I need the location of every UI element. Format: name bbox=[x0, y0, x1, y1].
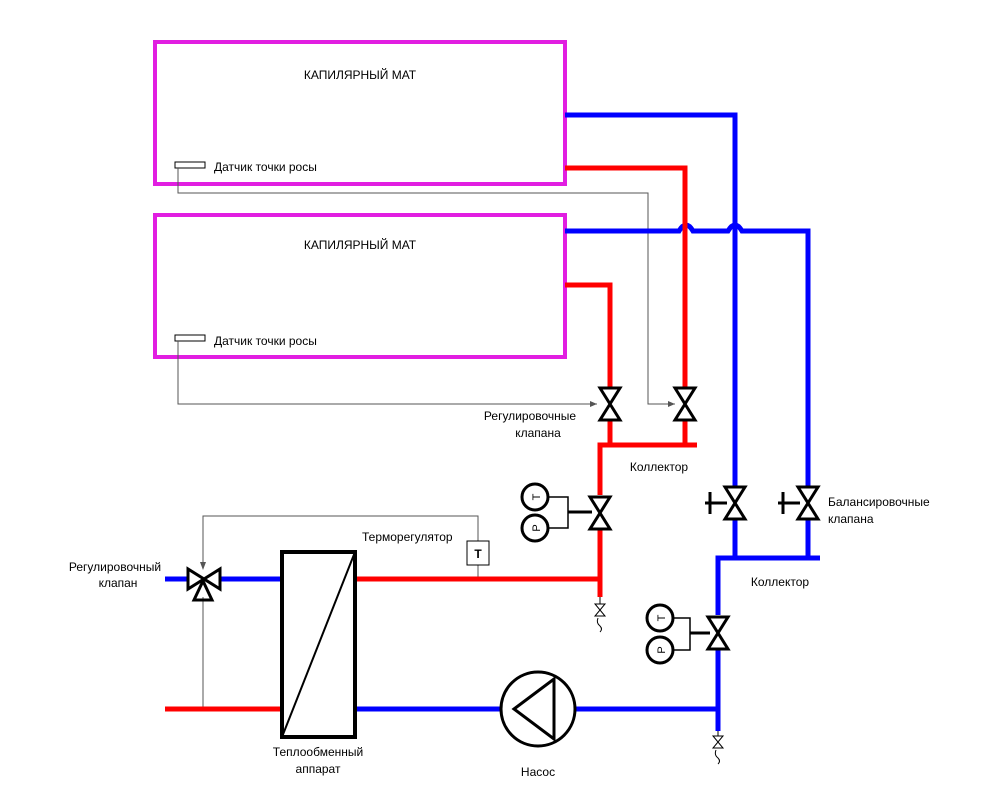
return-gauges: T P bbox=[645, 603, 710, 665]
valve-icon bbox=[672, 386, 698, 422]
gauge-t-label: T bbox=[656, 614, 668, 621]
supply-pipe-bottom-mat bbox=[565, 282, 613, 387]
supply-gauges: T P bbox=[520, 482, 592, 543]
drain-spout-icon bbox=[714, 749, 720, 765]
valve-icon bbox=[587, 495, 613, 531]
balancing-valve-left[interactable] bbox=[705, 485, 748, 521]
valve-icon bbox=[722, 485, 748, 521]
thermoregulator-control-line bbox=[202, 515, 479, 565]
valve-icon bbox=[795, 485, 821, 521]
gauge-p-label: P bbox=[531, 524, 543, 531]
regulating-valve-right[interactable] bbox=[672, 386, 698, 422]
balancing-label-2: клапана bbox=[828, 512, 874, 526]
collector-hot-label: Коллектор bbox=[630, 460, 688, 474]
sensor-bottom-label: Датчик точки росы bbox=[214, 334, 317, 348]
pump-label: Насос bbox=[521, 765, 555, 779]
balancing-label-1: Балансировочные bbox=[828, 495, 930, 509]
pressure-gauge-icon bbox=[520, 482, 550, 512]
supply-valve[interactable] bbox=[587, 495, 613, 531]
gauge-connector bbox=[672, 617, 691, 651]
pump-triangle-icon bbox=[511, 676, 556, 742]
thermoregulator-symbol: T bbox=[474, 547, 482, 561]
three-way-valve-icon bbox=[186, 566, 222, 592]
capillary-mat-top: КАПИЛЯРНЫЙ МАТ Датчик точки росы bbox=[153, 40, 567, 186]
supply-pipes bbox=[165, 165, 697, 712]
thermoregulator: T bbox=[466, 540, 490, 566]
sensor-bottom-control-line bbox=[177, 341, 597, 405]
control-valve-label-1: Регулировочный bbox=[69, 560, 161, 574]
collector-cold-label: Коллектор bbox=[751, 575, 809, 589]
sensor-top-control-line bbox=[177, 168, 675, 405]
sensor-bottom-arrow-icon bbox=[590, 401, 597, 407]
regulating-valve-left[interactable] bbox=[597, 386, 623, 422]
capillary-mat-bottom: КАПИЛЯРНЫЙ МАТ Датчик точки росы bbox=[153, 213, 567, 359]
return-collector bbox=[715, 555, 820, 615]
heat-exchanger-diagonal bbox=[281, 551, 356, 738]
drain-valve-return[interactable] bbox=[711, 731, 725, 765]
balancing-valve-right[interactable] bbox=[778, 485, 821, 521]
mat-top-label: КАПИЛЯРНЫЙ МАТ bbox=[304, 67, 417, 82]
control-valve-label-2: клапан bbox=[99, 576, 138, 590]
thermoregulator-icon bbox=[466, 540, 490, 566]
three-way-control-valve[interactable] bbox=[186, 566, 222, 602]
return-pipe-top-mat bbox=[565, 112, 738, 223]
valve-icon bbox=[597, 386, 623, 422]
gauge-connector bbox=[548, 496, 569, 529]
heat-exchanger-label-1: Теплообменный bbox=[273, 745, 363, 759]
pressure-gauge-icon bbox=[645, 635, 675, 665]
supply-collector bbox=[597, 442, 697, 495]
sensor-top-label: Датчик точки росы bbox=[214, 160, 317, 174]
drain-icon bbox=[593, 603, 607, 617]
gauge-p-label: P bbox=[656, 646, 668, 653]
gauge-t-label: T bbox=[531, 493, 543, 500]
dew-point-sensor-bottom-icon bbox=[174, 334, 206, 342]
thermoregulator-label: Терморегулятор bbox=[362, 530, 453, 544]
labels: Регулировочные клапана Коллектор Коллект… bbox=[69, 409, 930, 779]
three-way-valve-branch-icon bbox=[191, 577, 215, 602]
reg-valves-label-2: клапана bbox=[515, 426, 561, 440]
temperature-gauge-icon bbox=[520, 513, 550, 543]
sensor-control-lines bbox=[177, 168, 675, 709]
thermoregulator-arrow-icon bbox=[200, 562, 206, 570]
drain-valve-supply[interactable] bbox=[593, 597, 607, 633]
pump-icon bbox=[499, 670, 577, 748]
temperature-gauge-icon bbox=[645, 603, 675, 633]
circulation-pump[interactable] bbox=[499, 670, 577, 748]
sensor-top-arrow-icon bbox=[668, 401, 675, 407]
dew-point-sensor-top-icon bbox=[174, 161, 206, 169]
drain-icon bbox=[711, 735, 725, 749]
drain-spout-icon bbox=[596, 617, 602, 633]
valve-icon bbox=[705, 615, 731, 651]
return-valve[interactable] bbox=[705, 615, 731, 651]
reg-valves-label-1: Регулировочные bbox=[484, 409, 576, 423]
supply-pipe-top-mat bbox=[565, 165, 688, 387]
mat-bottom-label: КАПИЛЯРНЫЙ МАТ bbox=[304, 237, 417, 252]
heat-exchanger-label-2: аппарат bbox=[296, 762, 341, 776]
heat-exchanger bbox=[280, 550, 357, 739]
